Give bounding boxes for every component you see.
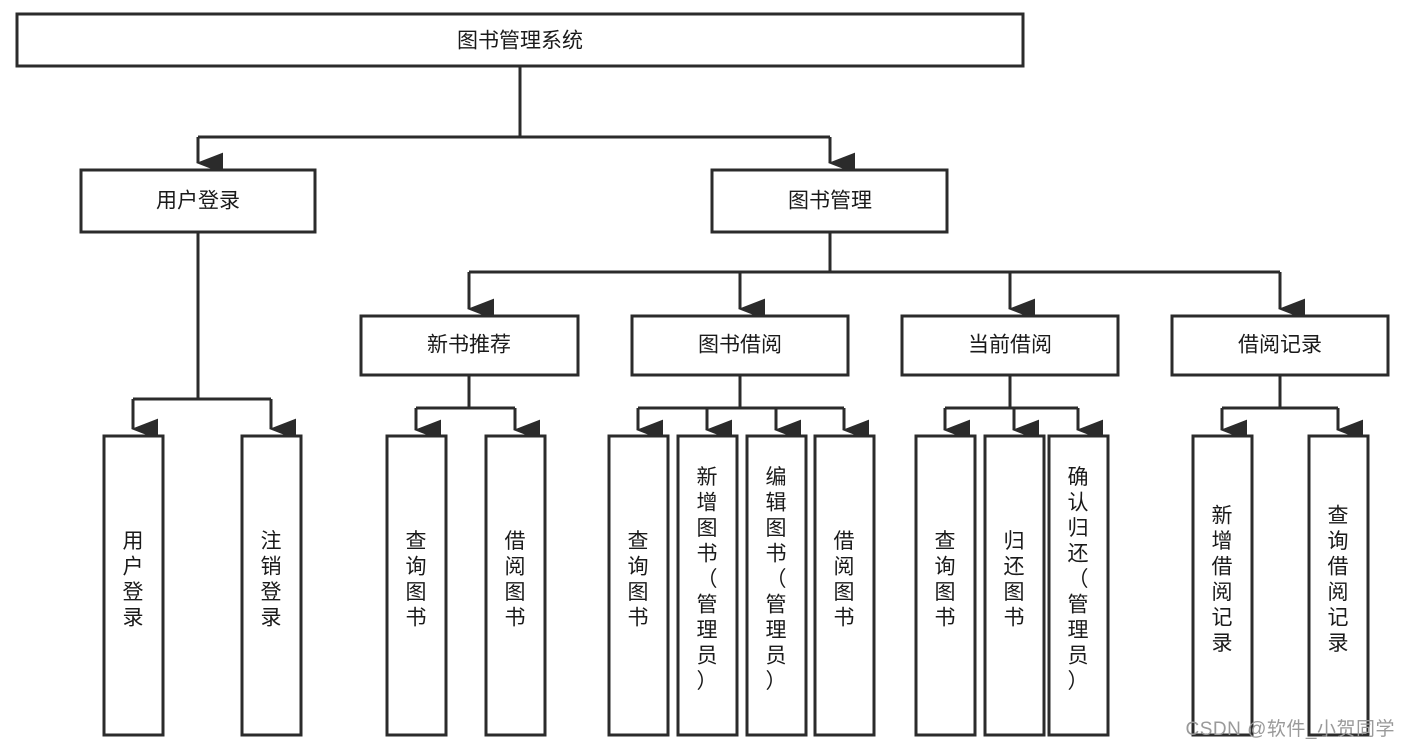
node-leaf-query-books-2-label: 查询图书 [628, 530, 649, 630]
node-leaf-borrow-books-2-label: 借阅图书 [834, 530, 855, 630]
node-user-login[interactable]: 用户登录 [79, 168, 317, 234]
node-leaf-query-borrow-record-label: 查询借阅记录 [1328, 504, 1349, 655]
node-book-borrow-box[interactable] [630, 314, 850, 377]
node-current-borrow-label: 当前借阅 [968, 334, 1052, 357]
node-borrow-record-box[interactable] [1170, 314, 1390, 377]
node-user-login-box[interactable] [79, 168, 317, 234]
node-current-borrow[interactable]: 当前借阅 [900, 314, 1120, 377]
node-leaf-query-borrow-record[interactable]: 查询借阅记录 [1307, 434, 1370, 737]
node-leaf-user-login-label: 用户登录 [123, 530, 144, 630]
node-new-book-recommend[interactable]: 新书推荐 [359, 314, 580, 377]
node-leaf-logout-login[interactable]: 注销登录 [240, 434, 303, 737]
node-leaf-edit-book-admin[interactable]: 编辑图书（管理员） [745, 434, 808, 737]
node-leaf-borrow-books-2-box[interactable] [813, 434, 876, 737]
node-leaf-logout-login-box[interactable] [240, 434, 303, 737]
node-leaf-edit-book-admin-label: 编辑图书（管理员） [766, 466, 787, 693]
node-leaf-query-books-2-box[interactable] [607, 434, 670, 737]
node-leaf-logout-login-label: 注销登录 [261, 530, 282, 630]
node-borrow-record-label: 借阅记录 [1238, 334, 1322, 357]
node-leaf-borrow-books-2[interactable]: 借阅图书 [813, 434, 876, 737]
node-new-book-recommend-label: 新书推荐 [427, 334, 511, 357]
node-leaf-borrow-books-1-label: 借阅图书 [505, 530, 526, 630]
node-leaf-user-login[interactable]: 用户登录 [102, 434, 165, 737]
csdn-watermark: CSDN @软件_小贺同学 [1185, 719, 1395, 740]
node-current-borrow-box[interactable] [900, 314, 1120, 377]
node-leaf-query-books-3-label: 查询图书 [935, 530, 956, 630]
node-user-login-label: 用户登录 [156, 190, 240, 213]
node-leaf-add-borrow-record-label: 新增借阅记录 [1212, 504, 1233, 655]
node-leaf-edit-book-admin-box[interactable] [745, 434, 808, 737]
node-leaf-query-books-3[interactable]: 查询图书 [914, 434, 977, 737]
node-leaf-confirm-return-admin-box[interactable] [1047, 434, 1110, 737]
node-leaf-add-book-admin-box[interactable] [676, 434, 739, 737]
node-leaf-borrow-books-1-box[interactable] [484, 434, 547, 737]
node-leaf-borrow-books-1[interactable]: 借阅图书 [484, 434, 547, 737]
node-leaf-add-borrow-record-box[interactable] [1191, 434, 1254, 737]
node-leaf-query-books-1-label: 查询图书 [406, 530, 427, 630]
node-leaf-confirm-return-admin[interactable]: 确认归还（管理员） [1047, 434, 1110, 737]
node-leaf-confirm-return-admin-label: 确认归还（管理员） [1068, 466, 1089, 693]
node-leaf-add-book-admin-label: 新增图书（管理员） [697, 466, 718, 693]
node-leaf-user-login-box[interactable] [102, 434, 165, 737]
node-root-label: 图书管理系统 [457, 30, 583, 53]
node-book-management-label: 图书管理 [788, 190, 872, 213]
node-leaf-query-books-1[interactable]: 查询图书 [385, 434, 448, 737]
node-new-book-recommend-box[interactable] [359, 314, 580, 377]
node-leaf-return-books[interactable]: 归还图书 [983, 434, 1046, 737]
node-book-borrow-label: 图书借阅 [698, 334, 782, 357]
node-book-management-box[interactable] [710, 168, 949, 234]
node-root-book-management-system[interactable]: 图书管理系统 [15, 12, 1025, 68]
node-leaf-query-books-1-box[interactable] [385, 434, 448, 737]
node-root-box[interactable] [15, 12, 1025, 68]
connectors-group [131, 66, 1364, 441]
node-leaf-query-books-2[interactable]: 查询图书 [607, 434, 670, 737]
node-book-borrow[interactable]: 图书借阅 [630, 314, 850, 377]
node-leaf-return-books-label: 归还图书 [1004, 530, 1025, 630]
node-leaf-query-borrow-record-box[interactable] [1307, 434, 1370, 737]
node-leaf-add-borrow-record[interactable]: 新增借阅记录 [1191, 434, 1254, 737]
node-leaf-query-books-3-box[interactable] [914, 434, 977, 737]
node-leaf-add-book-admin[interactable]: 新增图书（管理员） [676, 434, 739, 737]
node-borrow-record[interactable]: 借阅记录 [1170, 314, 1390, 377]
node-book-management[interactable]: 图书管理 [710, 168, 949, 234]
node-leaf-return-books-box[interactable] [983, 434, 1046, 737]
